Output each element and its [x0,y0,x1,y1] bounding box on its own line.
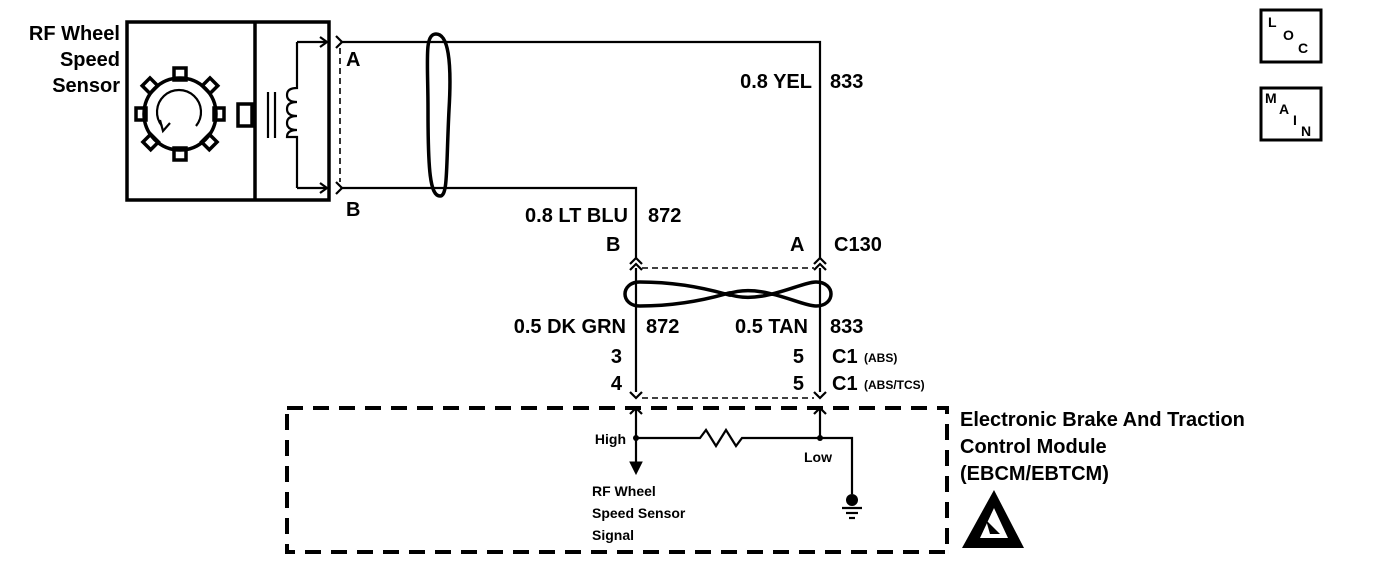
high-label: High [595,431,626,447]
lower-wires: 0.5 DK GRN 872 0.5 TAN 833 [514,268,863,392]
main-nav-button[interactable]: M A I N [1259,86,1323,142]
module-title-line1: Electronic Brake And Traction [960,409,1245,431]
yel-wire-label: 0.8 YEL [740,71,812,93]
sensor-pin-b-label: B [346,199,360,221]
low-label: Low [804,449,832,465]
module-title-line3: (EBCM/EBTCM) [960,463,1109,485]
main-letter-m: M [1265,90,1277,106]
main-letter-i: I [1293,112,1297,128]
ebcm-module: High Low RF Wheel Speed Sensor Signal El… [285,406,1245,554]
ground-icon [842,494,862,520]
upper-wires: 0.8 YEL 833 0.8 LT BLU 872 [342,32,863,258]
c130-terminal-a-icon [813,256,827,265]
c1-right-pin-abs: 5 [793,346,804,368]
c1-name-tcs: C1 [832,373,858,395]
connector-c1: 3 4 5 5 C1 (ABS) C1 (ABS/TCS) [611,346,925,415]
twisted-pair-upper-icon [425,32,452,198]
c1-left-pin-tcs: 4 [611,373,623,395]
resistor-icon [636,427,820,449]
tan-circuit-number: 833 [830,316,863,338]
yel-circuit-number: 833 [830,71,863,93]
blu-circuit-number: 872 [648,205,681,227]
grn-circuit-number: 872 [646,316,679,338]
main-letter-a: A [1279,101,1289,117]
signal-label-line2: Speed Sensor [592,505,686,521]
c130-terminal-b-icon [629,256,643,265]
module-title-line2: Control Module [960,436,1107,458]
esd-warning-icon [962,490,1024,548]
wire-yel-833 [342,40,822,258]
loc-letter-l: L [1268,14,1277,30]
sensor-name-line3: Sensor [52,75,120,97]
sensor-housing [125,20,331,202]
c130-pin-a: A [790,234,804,256]
signal-label-line1: RF Wheel [592,483,656,499]
blu-wire-label: 0.8 LT BLU [525,205,628,227]
c1-right-pin-tcs: 5 [793,373,804,395]
wire-lt-blu-872 [342,186,638,258]
loc-letter-o: O [1283,27,1294,43]
sensor-name-line1: RF Wheel [29,23,120,45]
module-boundary [285,406,949,554]
c1-note-tcs: (ABS/TCS) [864,378,925,392]
rf-wheel-speed-sensor: RF Wheel Speed Sensor [29,20,360,221]
c130-name: C130 [834,234,882,256]
loc-nav-button[interactable]: L O C [1259,8,1323,64]
tone-wheel-icon [134,66,254,162]
sensor-name-line2: Speed [60,49,120,71]
c1-left-pin-abs: 3 [611,346,622,368]
tan-wire-label: 0.5 TAN [735,316,808,338]
c1-name-abs: C1 [832,346,858,368]
loc-letter-c: C [1298,40,1308,56]
main-letter-n: N [1301,123,1311,139]
sensor-pin-b-icon [335,181,344,195]
grn-wire-label: 0.5 DK GRN [514,316,626,338]
twisted-pair-lower-icon [623,280,833,308]
connector-c130: B A C130 [606,234,882,271]
c1-terminal-left-icon [629,391,643,400]
signal-arrow-icon [629,461,643,476]
sensor-pin-a-label: A [346,49,360,71]
c1-terminal-right-icon [813,391,827,400]
pickup-coil-icon [266,36,329,194]
c1-note-abs: (ABS) [864,351,897,365]
sensor-pin-a-icon [335,35,344,49]
c130-pin-b: B [606,234,620,256]
signal-label-line3: Signal [592,527,634,543]
